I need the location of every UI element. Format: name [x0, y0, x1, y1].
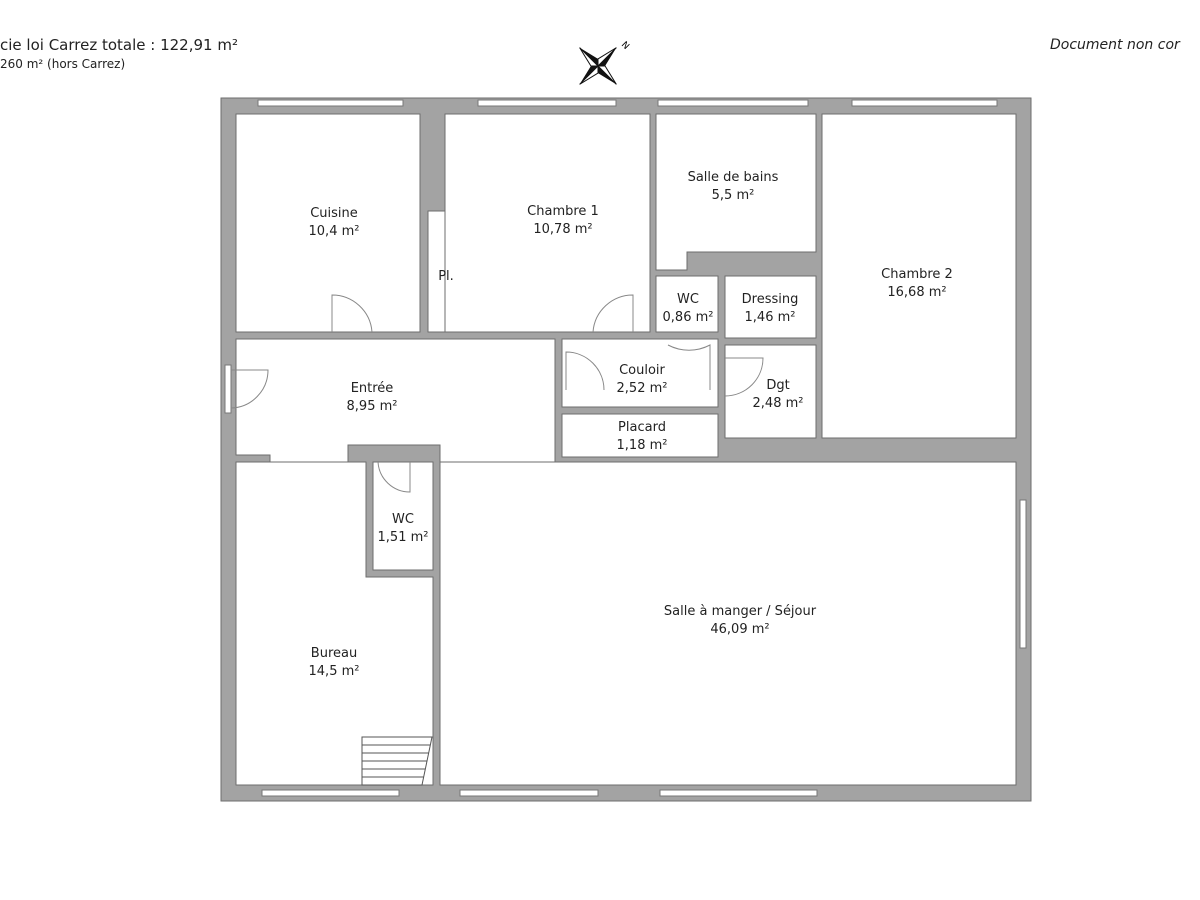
room-name: Placard: [618, 420, 666, 435]
room-area: 1,51 m²: [378, 530, 429, 545]
room-name: Entrée: [351, 381, 394, 396]
room-area: 14,5 m²: [309, 664, 360, 679]
door-swing: [565, 351, 605, 391]
room-area: 5,5 m²: [712, 188, 755, 203]
room-area: 0,86 m²: [663, 310, 714, 325]
disclaimer: Document non cor: [1050, 37, 1180, 53]
window: [477, 99, 617, 107]
staircase: [361, 736, 433, 786]
room-bureau: [235, 461, 434, 786]
room-area: 10,78 m²: [533, 222, 592, 237]
room-entree: [235, 338, 556, 463]
room-name: Dgt: [766, 378, 789, 393]
room-salle-de-bains: [655, 113, 817, 271]
window: [851, 99, 998, 107]
window: [224, 364, 232, 414]
room-name: Cuisine: [310, 206, 358, 221]
room-area: 10,4 m²: [309, 224, 360, 239]
door-swing: [724, 357, 764, 397]
non-carrez-area: 260 m² (hors Carrez): [0, 57, 126, 71]
room-area: 2,52 m²: [617, 381, 668, 396]
room-area: 46,09 m²: [710, 622, 769, 637]
door-swing: [331, 294, 373, 333]
north-label: N: [619, 40, 631, 52]
compass-icon: [579, 47, 617, 85]
door-swing: [230, 369, 269, 409]
room-name: Dressing: [742, 292, 799, 307]
door-swing: [667, 344, 711, 390]
room-name: WC: [392, 512, 414, 527]
room-wc-2: [372, 461, 434, 571]
room-dressing: [724, 275, 817, 339]
window: [459, 789, 599, 797]
room-name: Bureau: [311, 646, 357, 661]
room-labels: Cuisine 10,4 m² Pl. Chambre 1 10,78 m² S…: [309, 170, 953, 679]
door-swing: [377, 461, 411, 493]
room-wc-1: [655, 275, 719, 333]
room-name: Pl.: [438, 269, 454, 284]
room-name: WC: [677, 292, 699, 307]
room-name: Couloir: [619, 363, 665, 378]
doors: [230, 294, 764, 493]
room-sejour: [439, 461, 1017, 786]
windows: [224, 99, 1027, 797]
room-area: 8,95 m²: [347, 399, 398, 414]
room-chambre-2: [821, 113, 1017, 439]
room-area: 2,48 m²: [753, 396, 804, 411]
room-area: 1,46 m²: [745, 310, 796, 325]
room-chambre-1: [444, 113, 651, 333]
room-cuisine: [235, 113, 421, 333]
total-carrez-area: cie loi Carrez totale : 122,91 m²: [0, 36, 238, 54]
room-area: 16,68 m²: [887, 285, 946, 300]
room-name: Salle à manger / Séjour: [664, 604, 817, 619]
room-placard: [561, 413, 719, 458]
room-name: Salle de bains: [688, 170, 779, 185]
window: [659, 789, 818, 797]
room-name: Chambre 1: [527, 204, 599, 219]
room-name: Chambre 2: [881, 267, 953, 282]
room-area: 1,18 m²: [617, 438, 668, 453]
window: [261, 789, 400, 797]
window: [257, 99, 404, 107]
window: [657, 99, 809, 107]
room-dgt: [724, 344, 817, 439]
window: [1019, 499, 1027, 649]
door-swing: [592, 294, 634, 333]
